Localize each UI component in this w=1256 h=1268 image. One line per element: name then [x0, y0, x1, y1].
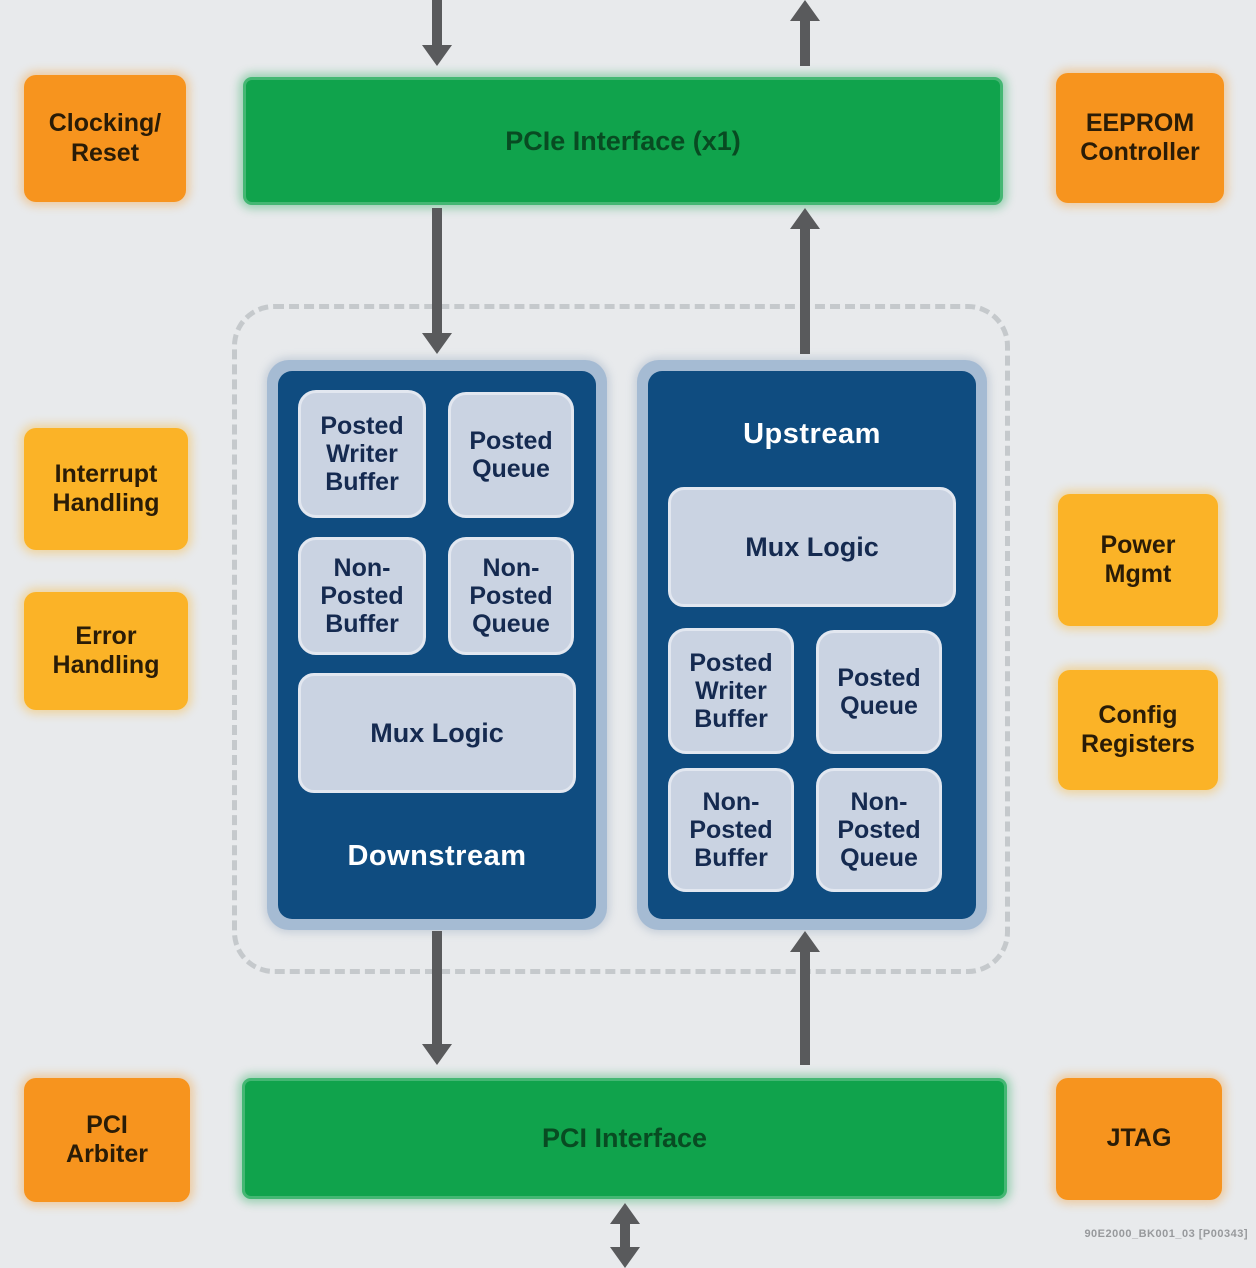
downstream-posted-queue: Posted Queue	[448, 392, 574, 518]
arrow-down-head-icon	[422, 333, 452, 354]
pci-interface-label: PCI Interface	[541, 1123, 708, 1153]
pci-interface-bar: PCI Interface	[242, 1078, 1007, 1199]
arrow-stem	[432, 0, 442, 45]
jtag-block: JTAG	[1056, 1078, 1222, 1200]
non-posted-queue-label: Non- Posted Queue	[469, 554, 553, 638]
arrow-stem	[800, 952, 810, 1065]
downstream-mux-logic: Mux Logic	[298, 673, 576, 793]
arrow-up-out-of-pcie-interface	[790, 0, 820, 66]
arrow-stem	[620, 1224, 630, 1247]
pcie-interface-label: PCIe Interface (x1)	[505, 125, 741, 156]
downstream-label: Downstream	[347, 840, 527, 872]
arrow-up-head-icon	[790, 208, 820, 229]
downstream-posted-writer-buffer: Posted Writer Buffer	[298, 390, 426, 518]
config-registers-label: Config Registers	[1081, 700, 1195, 759]
posted-writer-buffer-label: Posted Writer Buffer	[689, 649, 773, 733]
arrow-down-head-icon	[422, 1044, 452, 1065]
posted-queue-label: Posted Queue	[837, 664, 921, 720]
arrow-stem	[432, 931, 442, 1044]
arrow-double-pci-external	[610, 1203, 640, 1268]
mux-logic-label: Mux Logic	[745, 531, 879, 562]
non-posted-buffer-label: Non- Posted Buffer	[689, 788, 773, 872]
jtag-label: JTAG	[1106, 1124, 1172, 1153]
power-mgmt-label: Power Mgmt	[1100, 530, 1176, 589]
upstream-posted-queue: Posted Queue	[816, 630, 942, 754]
error-handling-block: Error Handling	[24, 592, 188, 710]
arrow-up-head-icon	[610, 1203, 640, 1224]
upstream-non-posted-queue: Non- Posted Queue	[816, 768, 942, 892]
interrupt-handling-block: Interrupt Handling	[24, 428, 188, 550]
arrow-down-head-icon	[610, 1247, 640, 1268]
arrow-down-into-pcie-interface	[422, 0, 452, 66]
posted-writer-buffer-label: Posted Writer Buffer	[320, 412, 404, 496]
downstream-block: Posted Writer Buffer Posted Queue Non- P…	[267, 360, 607, 930]
pci-arbiter-block: PCI Arbiter	[24, 1078, 190, 1202]
error-handling-label: Error Handling	[52, 621, 160, 680]
arrow-up-head-icon	[790, 931, 820, 952]
upstream-label: Upstream	[743, 418, 881, 450]
pcie-interface-bar: PCIe Interface (x1)	[243, 77, 1003, 205]
mux-logic-label: Mux Logic	[370, 717, 504, 748]
non-posted-buffer-label: Non- Posted Buffer	[320, 554, 404, 638]
pci-arbiter-label: PCI Arbiter	[66, 1110, 148, 1169]
power-mgmt-block: Power Mgmt	[1058, 494, 1218, 626]
arrow-up-head-icon	[790, 0, 820, 21]
interrupt-handling-label: Interrupt Handling	[52, 459, 160, 518]
non-posted-queue-label: Non- Posted Queue	[837, 788, 921, 872]
eeprom-controller-block: EEPROM Controller	[1056, 73, 1224, 203]
upstream-mux-logic: Mux Logic	[668, 487, 956, 607]
posted-queue-label: Posted Queue	[469, 427, 553, 483]
arrow-up-pci-to-core	[790, 931, 820, 1065]
downstream-non-posted-buffer: Non- Posted Buffer	[298, 537, 426, 655]
config-registers-block: Config Registers	[1058, 670, 1218, 790]
arrow-up-core-to-pcie	[790, 208, 820, 354]
arrow-stem	[800, 229, 810, 354]
upstream-non-posted-buffer: Non- Posted Buffer	[668, 768, 794, 892]
clocking-reset-label: Clocking/ Reset	[48, 109, 162, 167]
clocking-reset-block: Clocking/ Reset	[24, 75, 186, 202]
downstream-non-posted-queue: Non- Posted Queue	[448, 537, 574, 655]
bridge-core-boundary	[232, 304, 1010, 974]
arrow-stem	[432, 208, 442, 333]
arrow-down-head-icon	[422, 45, 452, 66]
eeprom-controller-label: EEPROM Controller	[1080, 108, 1200, 167]
arrow-down-core-to-pci	[422, 931, 452, 1065]
figure-id-watermark: 90E2000_BK001_03 [P00343]	[1084, 1228, 1248, 1240]
upstream-block: Upstream Mux Logic Posted Writer Buffer …	[637, 360, 987, 930]
arrow-down-pcie-to-core	[422, 208, 452, 354]
arrow-stem	[800, 21, 810, 66]
upstream-posted-writer-buffer: Posted Writer Buffer	[668, 628, 794, 754]
